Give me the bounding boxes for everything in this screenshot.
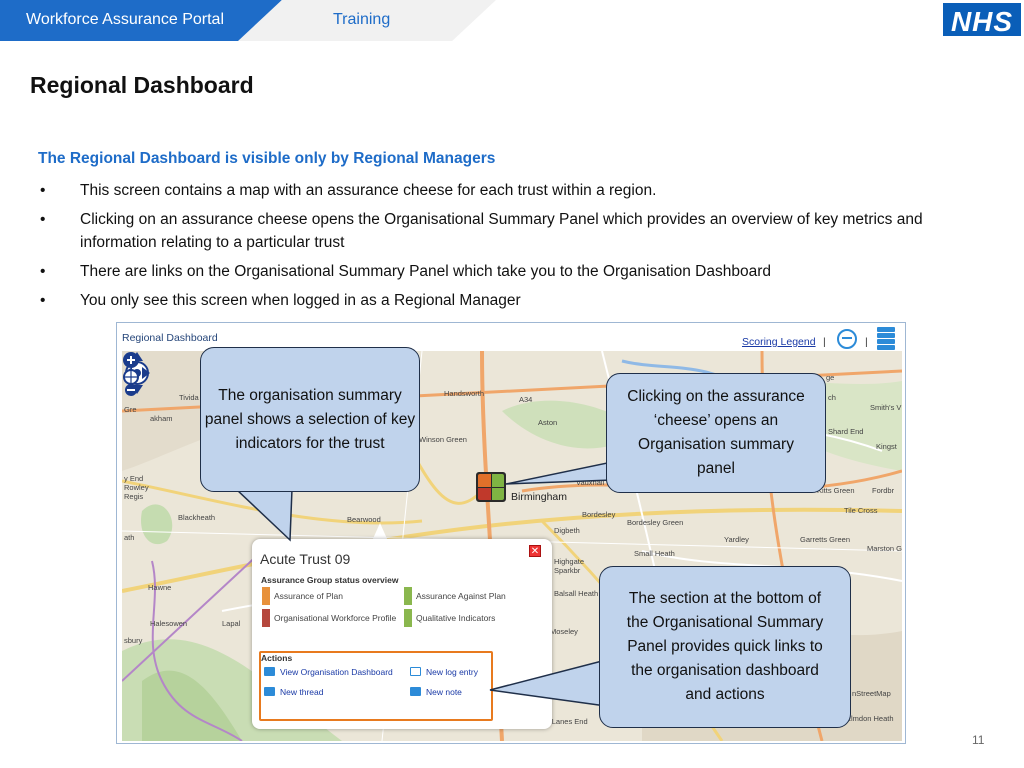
map-label: Balsall Heath bbox=[554, 589, 599, 598]
bullet-item: This screen contains a map with an assur… bbox=[38, 179, 978, 202]
separator: | bbox=[865, 336, 868, 348]
callout-cheese: Clicking on the assurance ‘cheese’ opens… bbox=[606, 373, 826, 493]
bullet-item: You only see this screen when logged in … bbox=[38, 289, 978, 312]
panel-pointer bbox=[372, 523, 388, 541]
map-label: Gre bbox=[124, 405, 137, 414]
callout-panel: The organisation summary panel shows a s… bbox=[200, 347, 420, 492]
bullet-list: This screen contains a map with an assur… bbox=[38, 179, 978, 318]
map-label: Garretts Green bbox=[800, 535, 851, 544]
new-note-link[interactable]: New note bbox=[410, 687, 462, 697]
map-label: Regis bbox=[124, 492, 144, 501]
map-label: Kingst bbox=[876, 442, 897, 451]
map-label: Handsworth bbox=[444, 389, 485, 398]
page-number: 11 bbox=[972, 733, 985, 747]
organisation-summary-panel: ✕ Acute Trust 09 Assurance Group status … bbox=[252, 539, 552, 729]
bullet-item: Clicking on an assurance cheese opens th… bbox=[38, 208, 978, 254]
close-button[interactable]: ✕ bbox=[529, 545, 541, 557]
map-label: ch bbox=[828, 393, 836, 402]
tab-training[interactable]: Training bbox=[333, 11, 391, 28]
indicator-assurance-against-plan[interactable]: Assurance Against Plan bbox=[404, 587, 506, 605]
map-label: Aston bbox=[538, 418, 558, 427]
map-label: Shard End bbox=[828, 427, 864, 436]
assurance-cheese-icon[interactable] bbox=[476, 472, 506, 502]
map-label: Fordbr bbox=[872, 486, 895, 495]
log-icon bbox=[410, 667, 421, 676]
map-label: Halesowen bbox=[150, 619, 188, 628]
header-tab-band bbox=[238, 0, 496, 41]
map-label: A34 bbox=[519, 395, 533, 404]
callout-cheese-text: Clicking on the assurance ‘cheese’ opens… bbox=[627, 388, 805, 477]
zoom-control-icon[interactable] bbox=[122, 351, 140, 397]
map-label: Bordesley Green bbox=[627, 518, 684, 527]
map-label: Small Heath bbox=[634, 549, 675, 558]
map-label: Digbeth bbox=[554, 526, 580, 535]
map-label: ge bbox=[826, 373, 835, 382]
actions-heading: Actions bbox=[261, 653, 293, 663]
layers-icon[interactable] bbox=[877, 327, 895, 351]
map-label: Blackheath bbox=[178, 513, 216, 522]
lead-text: The Regional Dashboard is visible only b… bbox=[38, 150, 496, 167]
map-label: Smith's V bbox=[870, 403, 902, 412]
map-label: Bearwood bbox=[347, 515, 381, 524]
view-organisation-dashboard-link[interactable]: View Organisation Dashboard bbox=[264, 667, 393, 677]
globe-icon[interactable] bbox=[837, 329, 857, 349]
map-label: ath bbox=[124, 533, 135, 542]
map-label: Tivida bbox=[179, 393, 199, 402]
map-label: Moseley bbox=[550, 627, 578, 636]
map-label: Sparkbr bbox=[554, 566, 581, 575]
new-log-entry-link[interactable]: New log entry bbox=[410, 667, 478, 677]
map-label: Lapal bbox=[222, 619, 241, 628]
map-label: Yardley bbox=[724, 535, 749, 544]
building-icon bbox=[264, 667, 275, 676]
map-label: Marston G bbox=[867, 544, 902, 553]
map-label: akham bbox=[150, 414, 173, 423]
callout-actions: The section at the bottom of the Organis… bbox=[599, 566, 851, 728]
trust-name: Acute Trust 09 bbox=[260, 551, 351, 567]
map-label: sbury bbox=[124, 636, 143, 645]
map-label: Elmdon Heath bbox=[846, 714, 894, 723]
map-label: Kitts Green bbox=[817, 486, 855, 495]
screenshot-title: Regional Dashboard bbox=[122, 332, 218, 344]
map-label: nStreetMap bbox=[852, 689, 891, 698]
map-label: Winson Green bbox=[419, 435, 467, 444]
indicator-workforce-profile[interactable]: Organisational Workforce Profile bbox=[262, 609, 396, 627]
map-label: Bordesley bbox=[582, 510, 616, 519]
indicator-qualitative[interactable]: Qualitative Indicators bbox=[404, 609, 495, 627]
page-title: Regional Dashboard bbox=[30, 72, 254, 98]
map-label: ester Lanes End bbox=[533, 717, 588, 726]
portal-title: Workforce Assurance Portal bbox=[26, 11, 225, 28]
map-label: Tile Cross bbox=[844, 506, 878, 515]
bullet-item: There are links on the Organisational Su… bbox=[38, 260, 978, 283]
separator: | bbox=[823, 336, 826, 348]
note-icon bbox=[410, 687, 421, 696]
map-label: Highgate bbox=[554, 557, 585, 566]
map-label: Rowley bbox=[124, 483, 149, 492]
assurance-group-heading: Assurance Group status overview bbox=[261, 575, 399, 585]
map-label: y End bbox=[124, 474, 144, 483]
map-label-birmingham: Birmingham bbox=[511, 491, 568, 503]
callout-panel-text: The organisation summary panel shows a s… bbox=[204, 386, 416, 452]
nhs-logo: NHS bbox=[943, 3, 1021, 37]
scoring-legend-link[interactable]: Scoring Legend bbox=[742, 336, 816, 348]
thread-icon bbox=[264, 687, 275, 696]
new-thread-link[interactable]: New thread bbox=[264, 687, 323, 697]
header-band bbox=[0, 0, 282, 41]
map-label: Vauxhall bbox=[576, 478, 605, 487]
actions-highlight-box bbox=[259, 651, 493, 721]
map-label: Hawne bbox=[148, 583, 172, 592]
indicator-assurance-of-plan[interactable]: Assurance of Plan bbox=[262, 587, 343, 605]
callout-actions-text: The section at the bottom of the Organis… bbox=[626, 590, 824, 703]
